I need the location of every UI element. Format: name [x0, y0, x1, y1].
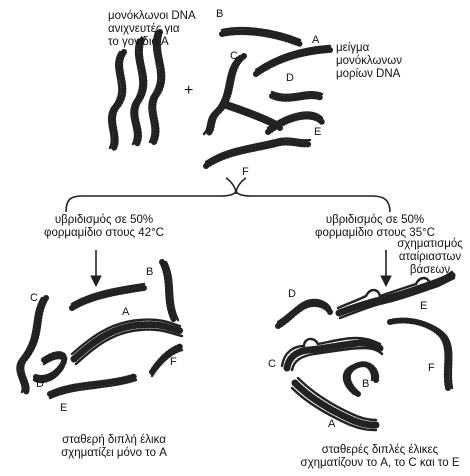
- left-condition-line-1: υβριδισμός σε 50%: [34, 214, 174, 227]
- probe-strand-1-ticks: [113, 52, 124, 148]
- probes-label-line-3: το γονίδιο A: [108, 36, 196, 49]
- right-label-e: E: [420, 300, 427, 312]
- left-strand-e-ticks: [50, 376, 136, 394]
- mixture-label: μείγμα μονόκλωνων μορίων DNA: [336, 42, 402, 81]
- plus-sign: +: [184, 84, 193, 97]
- mixture-label-line-1: μείγμα: [336, 42, 402, 55]
- mix-strand-b-ticks: [222, 32, 300, 44]
- left-condition-line-2: φορμαμίδιο στους 42°C: [34, 227, 174, 240]
- top-label-b: B: [216, 8, 223, 20]
- mismatch-label-line-1: σχηματισμός: [392, 238, 468, 251]
- mixture-label-line-3: μορίων DNA: [336, 68, 402, 81]
- right-label-c: C: [268, 358, 276, 370]
- right-result-label: σταθερές διπλές έλικες σχηματίζουν το A,…: [292, 444, 468, 470]
- left-condition-label: υβριδισμός σε 50% φορμαμίδιο στους 42°C: [34, 214, 174, 240]
- arrows: [91, 250, 391, 286]
- left-arrow-head: [91, 276, 101, 286]
- left-result-label: σταθερή διπλή έλικα σχηματίζει μόνο το A: [44, 434, 184, 460]
- right-label-a: A: [328, 418, 335, 430]
- right-strand-f-ticks: [390, 321, 448, 388]
- top-label-e: E: [314, 126, 321, 138]
- mismatch-label: σχηματισμός αταίριαστων βάσεων: [392, 238, 468, 277]
- right-label-d: D: [288, 288, 296, 300]
- mismatch-label-line-2: αταίριαστων: [392, 251, 468, 264]
- left-label-c: C: [30, 292, 38, 304]
- probes-label-line-2: ανιχνευτές για: [108, 23, 196, 36]
- right-condition-line-1: υβριδισμός σε 50%: [310, 214, 440, 227]
- mix-strand-d-ticks: [272, 96, 322, 99]
- mix-strand-c-ticks: [208, 56, 244, 134]
- left-label-a: A: [122, 306, 129, 318]
- left-label-f: F: [170, 356, 177, 368]
- left-label-d: D: [36, 378, 44, 390]
- mixture-label-line-2: μονόκλωνων: [336, 55, 402, 68]
- right-strand-f: [394, 321, 452, 388]
- right-label-b: B: [362, 378, 369, 390]
- top-label-f: F: [242, 166, 249, 178]
- right-label-f: F: [428, 362, 435, 374]
- right-result-line-1: σταθερές διπλές έλικες: [292, 444, 468, 457]
- left-label-b: B: [146, 266, 153, 278]
- right-duplex-e-top: [338, 272, 452, 308]
- probes-label-line-1: μονόκλωνοι DNA: [108, 10, 196, 23]
- left-label-e: E: [60, 402, 67, 414]
- right-condition-label: υβριδισμός σε 50% φορμαμίδιο στους 35°C: [310, 214, 440, 240]
- mixture-strands: [204, 28, 330, 166]
- probe-strands: [109, 32, 162, 148]
- left-result-line-2: σχηματίζει μόνο το A: [44, 447, 184, 460]
- right-strand-d-ticks: [278, 304, 330, 326]
- top-label-a: A: [312, 34, 319, 46]
- right-result-strands: [278, 272, 454, 430]
- mismatch-label-line-3: βάσεων: [392, 264, 468, 277]
- top-label-c: C: [230, 50, 238, 62]
- right-result-line-2: σχηματίζουν το A, το C και το E: [292, 457, 468, 470]
- right-arrow-head: [381, 276, 391, 286]
- right-duplex-e-ticks: [339, 275, 453, 313]
- left-result-line-1: σταθερή διπλή έλικα: [44, 434, 184, 447]
- split-brace: [66, 178, 390, 212]
- probes-label: μονόκλωνοι DNA ανιχνευτές για το γονίδιο…: [108, 10, 196, 49]
- top-label-d: D: [286, 72, 294, 84]
